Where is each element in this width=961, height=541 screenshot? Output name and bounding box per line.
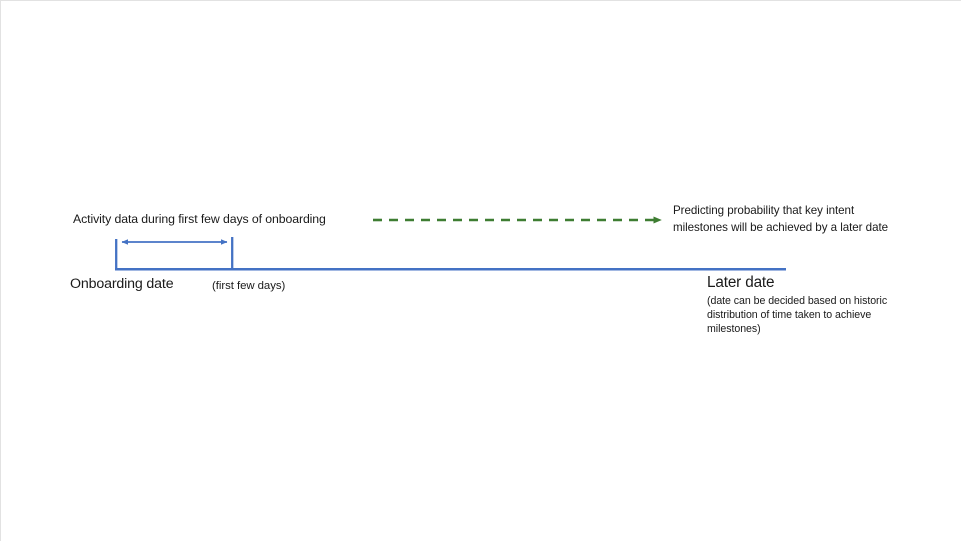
onboarding-date-label: Onboarding date — [70, 276, 174, 292]
first-few-days-label: (first few days) — [212, 280, 286, 292]
activity-data-caption: Activity data during first few days of o… — [73, 212, 326, 226]
later-date-group: Later date (date can be decided based on… — [707, 273, 907, 337]
later-date-subtext: (date can be decided based on historic d… — [707, 295, 888, 336]
prediction-note-text: Predicting probability that key intent m… — [673, 204, 889, 235]
later-date-title: Later date — [707, 274, 775, 291]
